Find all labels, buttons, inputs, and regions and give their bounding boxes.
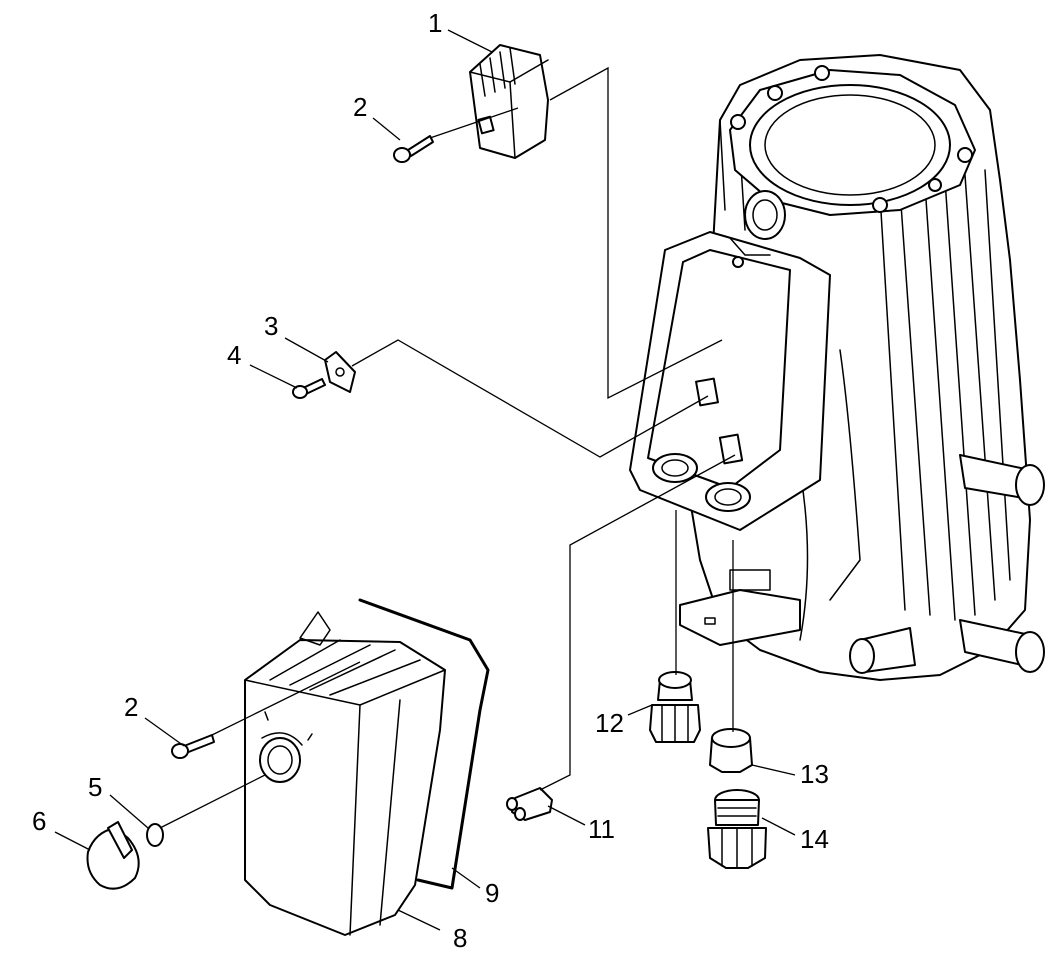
part-2-screw-bottom	[171, 734, 215, 759]
callout-14: 14	[800, 824, 829, 854]
callout-12: 12	[595, 708, 624, 738]
callout-labels: 1 2 3 4 2 5 6 8 9 11 12 13 14	[32, 8, 829, 953]
callout-11: 11	[588, 814, 615, 844]
part-5-o-ring	[146, 823, 164, 847]
callout-2-top: 2	[353, 92, 367, 122]
part-1-terminal-block	[469, 44, 549, 159]
part-11-connector	[506, 787, 553, 821]
callout-9: 9	[485, 878, 499, 908]
callout-6: 6	[32, 806, 46, 836]
callout-3: 3	[264, 311, 278, 341]
pump-housing	[629, 54, 1045, 681]
callout-2-bottom: 2	[124, 692, 138, 722]
part-4-screw	[292, 378, 326, 399]
callout-1: 1	[428, 8, 442, 38]
leader-lines	[54, 29, 796, 931]
part-12-fitting	[649, 671, 701, 743]
part-9-gasket	[358, 598, 490, 890]
part-6-knob	[86, 821, 140, 890]
callout-8: 8	[453, 923, 467, 953]
part-3-clip	[324, 351, 356, 393]
part-14-fitting	[707, 789, 767, 869]
part-8-cover	[244, 611, 446, 936]
part-2-screw-top	[393, 135, 434, 163]
callout-5: 5	[88, 772, 102, 802]
callout-4: 4	[227, 340, 241, 370]
callout-13: 13	[800, 759, 829, 789]
part-13-plug	[709, 728, 753, 773]
